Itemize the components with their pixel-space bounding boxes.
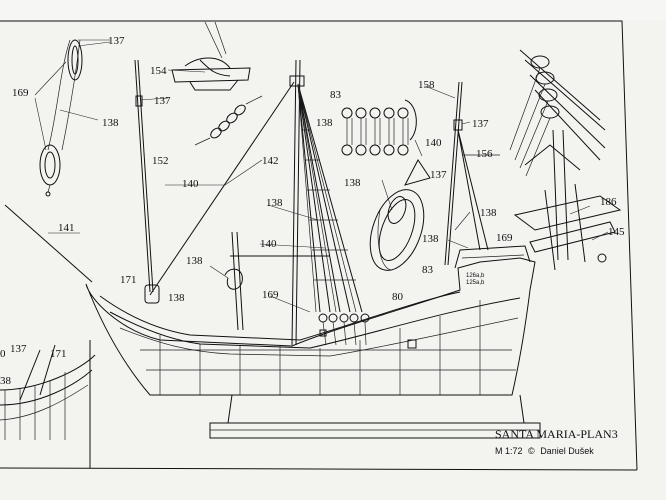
belaying-pins-detail: [509, 49, 606, 261]
callout-138-left: 138: [102, 117, 119, 129]
stay-141: [4, 204, 93, 283]
callout-186: 186: [600, 196, 617, 208]
callout-137-block: 137: [430, 169, 447, 181]
callout-169-left: 169: [12, 87, 29, 99]
callout-83-top: 83: [330, 89, 342, 101]
callout-138-shroud: 138: [266, 197, 283, 209]
callout-145: 145: [608, 226, 625, 238]
callout-171: 171: [120, 274, 137, 286]
callout-137-boat: 137: [10, 343, 27, 355]
callout-156: 156: [476, 148, 493, 160]
callout-138-knot: 138: [186, 255, 203, 267]
small-boat-detail: [0, 340, 96, 468]
block-tackle-detail: [34, 39, 111, 197]
callout-138-forecastle: 138: [422, 233, 439, 245]
callout-126ab: 126a,b: [466, 273, 485, 279]
callout-171-boat: 171: [50, 348, 67, 360]
fore-mast: [444, 81, 500, 266]
callout-137-top: 137: [108, 35, 125, 47]
copyright-symbol: ©: [528, 446, 535, 456]
main-mast: [149, 59, 363, 346]
callout-141: 141: [58, 222, 75, 234]
hull: [85, 245, 536, 396]
callout-83-block: 83: [422, 264, 434, 276]
bitt-detail: [513, 183, 622, 271]
paper-top-margin: [0, 0, 666, 20]
callout-138-block: 138: [344, 177, 361, 189]
callout-125ab: 125a,b: [466, 280, 485, 286]
callout-140-main: 140: [260, 238, 277, 250]
callout-169-main: 169: [262, 289, 279, 301]
plan-frame-bottom: [0, 467, 638, 471]
callout-169-fore: 169: [496, 232, 513, 244]
deadeye-detail-83: [341, 99, 417, 156]
callout-138-fore: 138: [480, 207, 497, 219]
left-mast-152: [134, 59, 160, 304]
callout-140-stay: 140: [182, 178, 199, 190]
callout-137-fore: 137: [472, 118, 489, 130]
callout-80: 80: [392, 291, 404, 303]
scale-ratio: M 1:72: [495, 446, 523, 456]
plan-title: SANTA MARIA-PLAN3: [495, 427, 618, 441]
plan-frame-border: [0, 20, 638, 471]
plan-scale: M 1:72 © Daniel Dušek: [495, 446, 594, 456]
callout-138-deadeye: 138: [316, 117, 333, 129]
callout-158: 158: [418, 79, 435, 91]
callout-0-cut: 0: [0, 348, 6, 360]
display-stand: [209, 394, 541, 439]
callout-138-bow: 138: [168, 292, 185, 304]
callout-142: 142: [262, 155, 279, 167]
callout-137-mast: 137: [154, 95, 171, 107]
block-tackle-large: [369, 159, 431, 271]
callout-154: 154: [150, 65, 167, 77]
knot-detail-138: [224, 231, 244, 331]
callout-152: 152: [152, 155, 169, 167]
callout-38-cut: 38: [0, 375, 12, 387]
callout-140-block: 140: [425, 137, 442, 149]
knot-chain-detail: [194, 95, 263, 146]
leader-lines: [139, 69, 609, 313]
plan-author: Daniel Dušek: [540, 446, 594, 456]
cleat-detail: [171, 21, 251, 91]
